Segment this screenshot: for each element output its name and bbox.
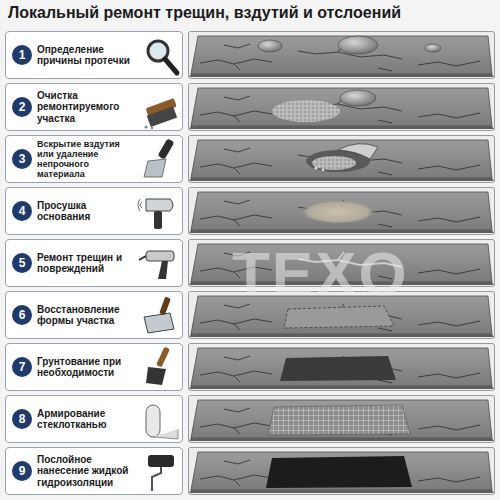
step-label-wrap: Очистка ремонтируемого участка: [37, 84, 135, 130]
step-label: Армирование стеклотканью: [37, 408, 135, 430]
step-number: 9: [12, 461, 32, 481]
step-number: 4: [12, 201, 32, 221]
watermark: TEXO: [232, 238, 409, 309]
step-label-wrap: Послойное нанесение жидкой гидроизоляции: [37, 448, 135, 494]
step-box: 2Очистка ремонтируемого участка: [5, 83, 183, 131]
step-label: Послойное нанесение жидкой гидроизоляции: [37, 454, 135, 488]
diagram-title: Локальный ремонт трещин, вздутий и отсло…: [8, 4, 401, 22]
step-label-wrap: Просушка основания: [37, 188, 135, 234]
step-box: 4Просушка основания: [5, 187, 183, 235]
step-number: 8: [12, 409, 32, 429]
step-label: Определение причины протечки: [37, 44, 135, 66]
step-number: 1: [12, 45, 32, 65]
step-number: 3: [12, 149, 32, 169]
step-box: 9Послойное нанесение жидкой гидроизоляци…: [5, 447, 183, 495]
step-number: 2: [12, 97, 32, 117]
step-label: Просушка основания: [37, 200, 135, 222]
step-label: Ремонт трещин и повреждений: [37, 252, 135, 274]
step-label-wrap: Определение причины протечки: [37, 32, 135, 78]
step-label: Очистка ремонтируемого участка: [37, 90, 135, 124]
step-box: 6Восстановление формы участка: [5, 291, 183, 339]
step-label: Грунтование при необходимости: [37, 356, 135, 378]
step-label-wrap: Грунтование при необходимости: [37, 344, 135, 390]
step-label: Вскрытие вздутия или удаление непрочного…: [37, 139, 135, 179]
step-label: Восстановление формы участка: [37, 304, 135, 326]
step-label-wrap: Восстановление формы участка: [37, 292, 135, 338]
step-number: 6: [12, 305, 32, 325]
step-box: 3Вскрытие вздутия или удаление непрочног…: [5, 135, 183, 183]
step-box: 8Армирование стеклотканью: [5, 395, 183, 443]
step-label-wrap: Вскрытие вздутия или удаление непрочного…: [37, 136, 135, 182]
step-label-wrap: Ремонт трещин и повреждений: [37, 240, 135, 286]
step-label-wrap: Армирование стеклотканью: [37, 396, 135, 442]
step-box: 7Грунтование при необходимости: [5, 343, 183, 391]
step-number: 5: [12, 253, 32, 273]
step-box: 5Ремонт трещин и повреждений: [5, 239, 183, 287]
step-box: 1Определение причины протечки: [5, 31, 183, 79]
step-number: 7: [12, 357, 32, 377]
